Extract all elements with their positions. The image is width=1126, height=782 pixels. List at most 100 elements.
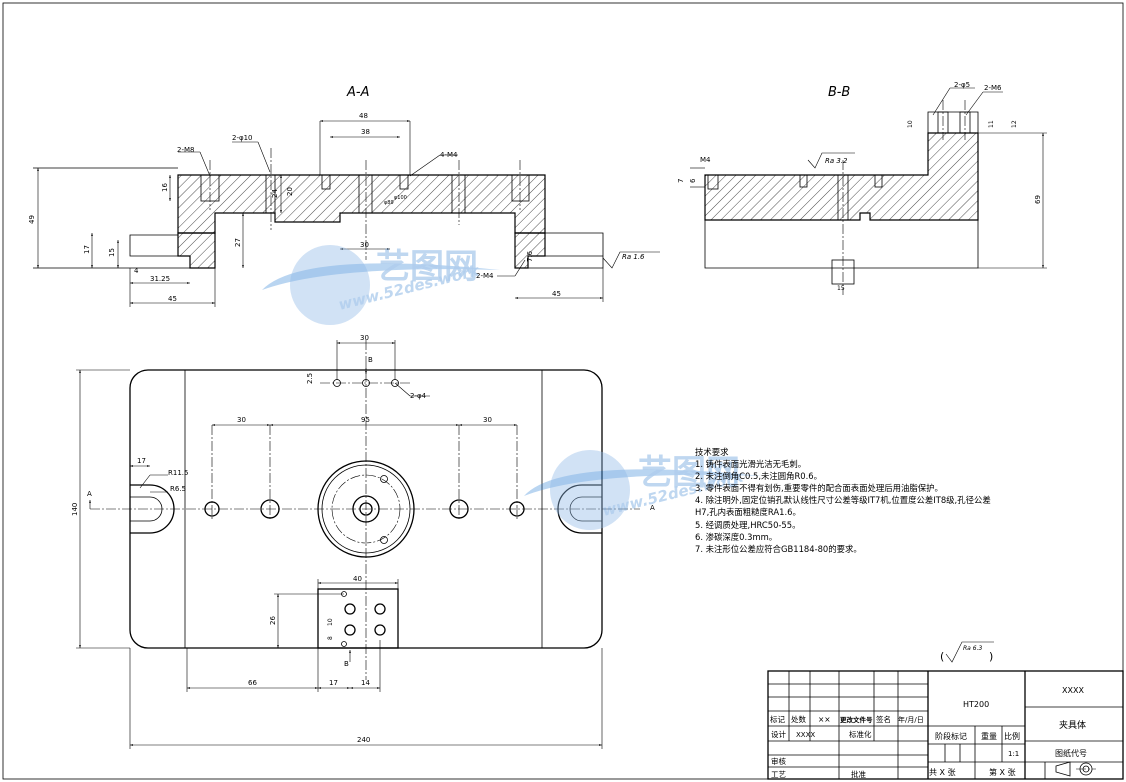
aa-dim-49: 49 bbox=[28, 215, 36, 224]
aa-dim-4: 4 bbox=[134, 267, 139, 275]
bb-dim-15: 15 bbox=[837, 285, 845, 292]
tb-h-sign: 签名 bbox=[876, 714, 891, 724]
tb-h-file: 更改文件号 bbox=[840, 715, 873, 724]
bb-dim-12: 12 bbox=[1011, 120, 1018, 128]
plan-dim-30top: 30 bbox=[360, 334, 369, 342]
tb-code: XXXX bbox=[1062, 686, 1084, 695]
plan-b-bottom: B bbox=[344, 660, 349, 668]
section-bb-title: B-B bbox=[828, 85, 850, 100]
tb-h-mark: 标记 bbox=[770, 714, 785, 724]
aa-roughness: Ra 1.6 bbox=[622, 253, 645, 261]
watermark-1: 艺图网 www.52des.work bbox=[262, 245, 500, 325]
aa-dim-45r: 45 bbox=[552, 290, 561, 298]
section-aa-title: A-A bbox=[346, 85, 369, 100]
note-5: 5. 经调质处理,HRC50-55。 bbox=[695, 519, 801, 530]
aa-hole-m4a bbox=[321, 174, 331, 190]
plan-dim-66: 66 bbox=[248, 679, 257, 687]
plan-boss-outer bbox=[317, 460, 415, 558]
plan-slot-right bbox=[557, 484, 602, 534]
tb-drawing-no: 图纸代号 bbox=[1055, 748, 1087, 758]
projection-symbol-icon bbox=[1055, 761, 1096, 777]
svg-text:): ) bbox=[989, 650, 993, 663]
section-bb-view: B-B M4 7 6 Ra 3.2 2-φ5 2-M6 10 11 12 69 … bbox=[677, 81, 1047, 295]
plan-dim-25: 2.5 bbox=[306, 373, 314, 384]
section-aa-view: A-A 48 38 4-M4 2-M8 bbox=[28, 85, 660, 307]
tb-sheets-total: 共 X 张 bbox=[929, 768, 956, 777]
tb-h-date: 年/月/日 bbox=[898, 715, 924, 724]
surface-finish-value: Ra 6.3 bbox=[963, 645, 982, 652]
plan-dim-40: 40 bbox=[353, 575, 362, 583]
plan-slot-left bbox=[130, 484, 175, 534]
tb-design: 设计 bbox=[771, 729, 786, 739]
aa-body-outline bbox=[177, 174, 546, 234]
plan-a-left: A bbox=[87, 490, 92, 498]
aa-dim-48: 48 bbox=[359, 112, 368, 120]
bb-hole-2phi5: 2-φ5 bbox=[954, 81, 970, 89]
watermark-logo-2: 艺图网 bbox=[638, 453, 740, 493]
aa-hole-2m8: 2-M8 bbox=[177, 146, 194, 154]
aa-dim-20: 20 bbox=[286, 187, 294, 196]
plan-r65: R6.5 bbox=[170, 485, 186, 493]
plan-dim-8: 8 bbox=[327, 636, 334, 640]
bb-dim-69: 69 bbox=[1034, 195, 1042, 204]
title-block: HT200 XXXX 夹具体 图纸代号 阶段标记 重量 比例 1:1 共 X 张… bbox=[767, 670, 1124, 780]
bb-dim-7: 7 bbox=[677, 179, 685, 183]
plan-a-right: A bbox=[650, 504, 655, 512]
bb-dim-11: 11 bbox=[988, 120, 995, 128]
plan-dim-95: 95 bbox=[361, 416, 370, 424]
aa-dim-27: 27 bbox=[234, 238, 242, 247]
aa-hole-center bbox=[358, 174, 373, 214]
plan-r115: R11.5 bbox=[168, 469, 188, 477]
aa-dim-24: 24 bbox=[271, 189, 279, 198]
note-7: 7. 未注形位公差应符合GB1184-80的要求。 bbox=[695, 543, 862, 554]
aa-hole-4m4: 4-M4 bbox=[440, 151, 458, 159]
plan-dim-26: 26 bbox=[269, 616, 277, 625]
tb-review: 审核 bbox=[771, 756, 786, 766]
aa-dim-30: 30 bbox=[360, 241, 369, 249]
plan-dim-10: 10 bbox=[327, 618, 334, 626]
tb-standard: 标准化 bbox=[849, 729, 872, 739]
tb-scale: 1:1 bbox=[1008, 750, 1019, 758]
plan-b-top: B bbox=[368, 356, 373, 364]
plan-dim-30r: 30 bbox=[483, 416, 492, 424]
note-4b: H7,孔内表面粗糙度RA1.6。 bbox=[695, 507, 801, 518]
aa-hole-m4b bbox=[399, 174, 409, 190]
technical-requirements: 技术要求 1. 铸件表面光滑光洁无毛刺。 2. 未注倒角C0.5,未注圆角R0.… bbox=[695, 446, 1075, 555]
plan-dim-30l: 30 bbox=[237, 416, 246, 424]
aa-dim-16: 16 bbox=[161, 183, 169, 192]
aa-left-wing-hatch bbox=[177, 232, 216, 269]
plan-dim-240: 240 bbox=[357, 736, 370, 744]
bb-hole-m4: M4 bbox=[700, 156, 711, 164]
tb-approve: 批准 bbox=[851, 769, 866, 779]
aa-hole-phi10 bbox=[265, 174, 276, 214]
tb-h-count: 处数 bbox=[791, 714, 806, 724]
note-4: 4. 除注明外,固定位销孔默认线性尺寸公差等级IT7机,位置度公差IT8级,孔径… bbox=[695, 495, 991, 506]
note-6: 6. 渗碳深度0.3mm。 bbox=[695, 531, 778, 542]
note-2: 2. 未注倒角C0.5,未注圆角R0.6。 bbox=[695, 471, 822, 482]
tb-scale-label: 比例 bbox=[1004, 731, 1020, 741]
tb-stage-mark: 阶段标记 bbox=[935, 731, 967, 741]
aa-hole-c2 bbox=[451, 174, 466, 214]
watermark-logo-1: 艺图网 bbox=[376, 247, 478, 287]
tb-weight: 重量 bbox=[981, 731, 997, 741]
note-3: 3. 零件表面不得有划伤,重要零件的配合面表面处理后用油脂保护。 bbox=[695, 483, 943, 494]
aa-dim-38: 38 bbox=[361, 128, 370, 136]
bb-dim-6: 6 bbox=[689, 178, 697, 183]
tb-craft: 工艺 bbox=[771, 770, 786, 779]
bb-roughness: Ra 3.2 bbox=[825, 157, 848, 165]
note-1: 1. 铸件表面光滑光洁无毛刺。 bbox=[695, 459, 807, 470]
tb-material: HT200 bbox=[963, 700, 989, 709]
aa-dim-15: 15 bbox=[108, 248, 116, 257]
plan-view: 30 B 2.5 2-φ4 30 95 30 R11.5 R6.5 17 140… bbox=[71, 334, 655, 749]
aa-dim-17: 17 bbox=[83, 245, 91, 254]
bb-dim-10: 10 bbox=[907, 120, 914, 128]
aa-dim-76: 7.6 bbox=[526, 250, 534, 262]
bb-body-outline bbox=[704, 132, 979, 221]
plan-block bbox=[317, 588, 399, 649]
plan-dim-17b: 17 bbox=[329, 679, 338, 687]
aa-hole-right bbox=[511, 174, 530, 202]
notes-title: 技术要求 bbox=[695, 447, 729, 457]
tb-part-name: 夹具体 bbox=[1059, 719, 1086, 731]
